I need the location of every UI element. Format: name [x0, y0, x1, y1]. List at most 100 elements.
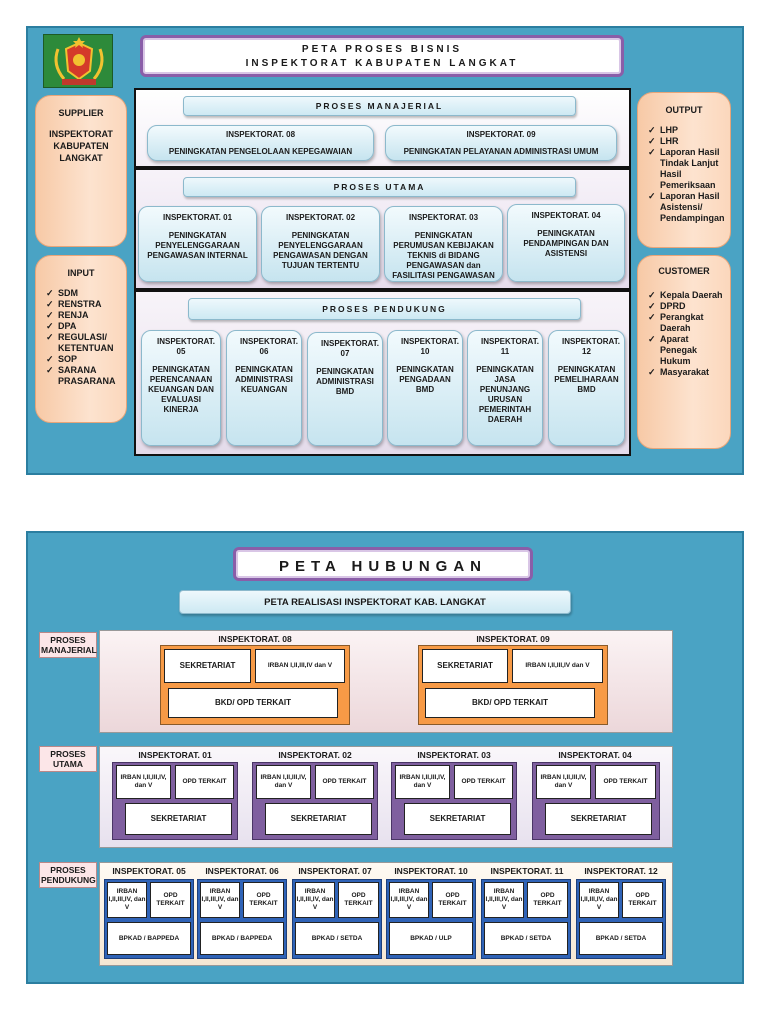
- unit-box: IRBAN I,II,III,IV, dan V: [579, 882, 619, 918]
- input-item: RENJA: [46, 310, 122, 321]
- process-desc: PENINGKATAN ADMINISTRASI BMD: [316, 367, 374, 396]
- unit-box: IRBAN I,II,III,IV, dan V: [389, 882, 429, 918]
- group-title: INSPEKTORAT. 11: [490, 866, 564, 876]
- process-card-04: INSPEKTORAT. 04 PENINGKATAN PENDAMPINGAN…: [507, 204, 625, 282]
- customer-heading: CUSTOMER: [658, 266, 710, 276]
- unit-box: OPD TERKAIT: [622, 882, 663, 918]
- customer-item: Masyarakat: [648, 367, 726, 378]
- input-item: SOP: [46, 354, 122, 365]
- unit-box: SEKRETARIAT: [265, 803, 372, 835]
- process-card-02: INSPEKTORAT. 02 PENINGKATAN PENYELENGGAR…: [261, 206, 380, 282]
- process-code: INSPEKTORAT. 07: [321, 339, 379, 358]
- process-desc: PENINGKATAN PENGELOLAAN KEPEGAWAIAN: [168, 147, 353, 156]
- process-card-05: INSPEKTORAT. 05 PENINGKATAN PERENCANAAN …: [141, 330, 221, 446]
- supplier-heading: SUPPLIER: [58, 108, 104, 118]
- unit-box: SEKRETARIAT: [545, 803, 652, 835]
- pendukung-label: PROSES PENDUKUNG: [188, 298, 581, 320]
- relationship-map-title: PETA HUBUNGAN: [233, 547, 533, 581]
- customer-box: CUSTOMER Kepala Daerah DPRD Perangkat Da…: [637, 255, 731, 449]
- process-code: INSPEKTORAT. 05: [157, 337, 215, 356]
- process-desc: PENINGKATAN PENYELENGGARAAN PENGAWASAN I…: [147, 231, 248, 260]
- row-label-manajerial: PROSES MANAJERIAL: [39, 632, 97, 658]
- unit-box: IRBAN I,II,III,IV, dan V: [107, 882, 147, 918]
- process-desc: PENINGKATAN PENGADAAN BMD: [396, 365, 454, 394]
- relationship-map-title-text: PETA HUBUNGAN: [279, 558, 487, 575]
- unit-box: OPD TERKAIT: [243, 882, 284, 918]
- process-card-03: INSPEKTORAT. 03 PENINGKATAN PERUMUSAN KE…: [384, 206, 503, 282]
- unit-box: OPD TERKAIT: [338, 882, 379, 918]
- unit-box: BPKAD / BAPPEDA: [107, 922, 191, 955]
- business-map-title: PETA PROSES BISNIS INSPEKTORAT KABUPATEN…: [140, 35, 624, 77]
- process-desc: PENINGKATAN PEMELIHARAAN BMD: [554, 365, 619, 394]
- input-item: SARANA PRASARANA: [46, 365, 122, 387]
- output-item: LHP: [648, 125, 726, 136]
- customer-item: Aparat Penegak Hukum: [648, 334, 726, 367]
- unit-box: OPD TERKAIT: [175, 765, 234, 799]
- unit-box: OPD TERKAIT: [315, 765, 374, 799]
- business-map-title-line2: INSPEKTORAT KABUPATEN LANGKAT: [245, 58, 519, 69]
- unit-box: SEKRETARIAT: [422, 649, 508, 683]
- manajerial-label: PROSES MANAJERIAL: [183, 96, 576, 116]
- group-title: INSPEKTORAT. 10: [394, 866, 468, 876]
- process-card-09: INSPEKTORAT. 09 PENINGKATAN PELAYANAN AD…: [385, 125, 617, 161]
- unit-box: BPKAD / ULP: [389, 922, 473, 955]
- group-title: INSPEKTORAT. 09: [476, 634, 550, 644]
- unit-box: IRBAN I,II,III,IV, dan V: [395, 765, 450, 799]
- unit-box: IRBAN I,II,III,IV dan V: [255, 649, 345, 683]
- row-label-utama: PROSES UTAMA: [39, 746, 97, 772]
- group-title: INSPEKTORAT. 06: [205, 866, 279, 876]
- input-item: REGULASI/ KETENTUAN: [46, 332, 122, 354]
- output-heading: OUTPUT: [665, 105, 703, 115]
- process-code: INSPEKTORAT. 08: [225, 130, 296, 139]
- process-card-01: INSPEKTORAT. 01 PENINGKATAN PENYELENGGAR…: [138, 206, 257, 282]
- unit-box: BPKAD / SETDA: [579, 922, 663, 955]
- process-desc: PENINGKATAN PELAYANAN ADMINISTRASI UMUM: [403, 147, 599, 156]
- unit-box: SEKRETARIAT: [125, 803, 232, 835]
- unit-box: SEKRETARIAT: [404, 803, 511, 835]
- unit-box: IRBAN I,II,III,IV dan V: [512, 649, 603, 683]
- output-box: OUTPUT LHP LHR Laporan Hasil Tindak Lanj…: [637, 92, 731, 248]
- process-code: INSPEKTORAT. 06: [240, 337, 298, 356]
- group-title: INSPEKTORAT. 05: [112, 866, 186, 876]
- business-map-title-line1: PETA PROSES BISNIS: [301, 44, 463, 55]
- row-label-pendukung: PROSES PENDUKUNG: [39, 862, 97, 888]
- input-item: RENSTRA: [46, 299, 122, 310]
- process-code: INSPEKTORAT. 04: [531, 211, 601, 220]
- unit-box: OPD TERKAIT: [454, 765, 513, 799]
- unit-box: BKD/ OPD TERKAIT: [425, 688, 595, 718]
- group-title: INSPEKTORAT. 03: [417, 750, 491, 760]
- input-item: SDM: [46, 288, 122, 299]
- group-title: INSPEKTORAT. 02: [278, 750, 352, 760]
- group-title: INSPEKTORAT. 04: [558, 750, 632, 760]
- process-code: INSPEKTORAT. 12: [562, 337, 620, 356]
- utama-label: PROSES UTAMA: [183, 177, 576, 197]
- relationship-map-subtitle: PETA REALISASI INSPEKTORAT KAB. LANGKAT: [179, 590, 571, 614]
- supplier-box: SUPPLIER INSPEKTORAT KABUPATEN LANGKAT: [35, 95, 127, 247]
- process-card-08: INSPEKTORAT. 08 PENINGKATAN PENGELOLAAN …: [147, 125, 374, 161]
- group-title: INSPEKTORAT. 08: [218, 634, 292, 644]
- process-code: INSPEKTORAT. 01: [162, 213, 233, 222]
- group-title: INSPEKTORAT. 01: [138, 750, 212, 760]
- group-title: INSPEKTORAT. 12: [584, 866, 658, 876]
- unit-box: BKD/ OPD TERKAIT: [168, 688, 338, 718]
- process-card-10: INSPEKTORAT. 10 PENINGKATAN PENGADAAN BM…: [387, 330, 463, 446]
- input-item: DPA: [46, 321, 122, 332]
- process-desc: PENINGKATAN PERUMUSAN KEBIJAKAN TEKNIS d…: [392, 231, 495, 280]
- process-code: INSPEKTORAT. 11: [481, 337, 539, 356]
- group-title: INSPEKTORAT. 07: [298, 866, 372, 876]
- process-card-07: INSPEKTORAT. 07 PENINGKATAN ADMINISTRASI…: [307, 332, 383, 446]
- unit-box: IRBAN I,II,III,IV, dan V: [484, 882, 524, 918]
- customer-item: Kepala Daerah: [648, 290, 726, 301]
- process-desc: PENINGKATAN PENYELENGGARAAN PENGAWASAN D…: [273, 231, 368, 270]
- process-code: INSPEKTORAT. 02: [285, 213, 356, 222]
- process-desc: PENINGKATAN ADMINISTRASI KEUANGAN: [235, 365, 293, 394]
- output-item: Laporan Hasil Asistensi/ Pendampingan: [648, 191, 726, 224]
- unit-box: IRBAN I,II,III,IV, dan V: [116, 765, 171, 799]
- process-desc: PENINGKATAN PENDAMPINGAN DAN ASISTENSI: [523, 229, 609, 258]
- supplier-text: INSPEKTORAT KABUPATEN LANGKAT: [49, 129, 113, 163]
- unit-box: BPKAD / SETDA: [295, 922, 379, 955]
- unit-box: IRBAN I,II,III,IV, dan V: [200, 882, 240, 918]
- process-desc: PENINGKATAN PERENCANAAN KEUANGAN DAN EVA…: [148, 365, 214, 414]
- customer-item: DPRD: [648, 301, 726, 312]
- unit-box: IRBAN I,II,III,IV, dan V: [256, 765, 311, 799]
